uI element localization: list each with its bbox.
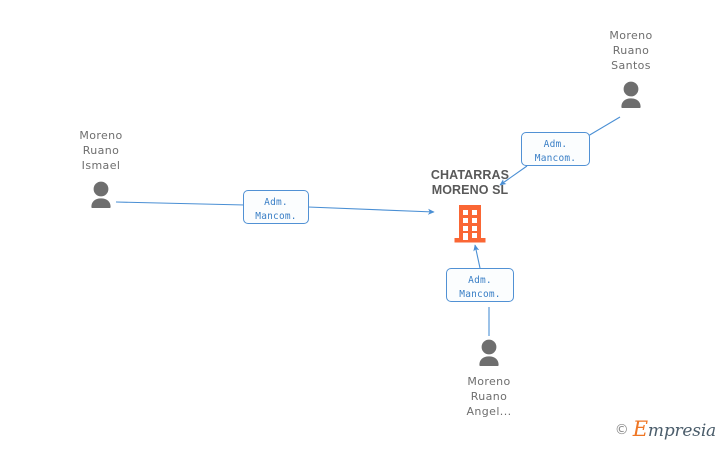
watermark-wordmark: Empresia — [632, 417, 716, 441]
edge-label-santos[interactable]: Adm. Mancom. — [521, 132, 590, 166]
building-icon — [454, 205, 486, 243]
company-node[interactable]: CHATARRAS MORENO SL — [410, 168, 530, 246]
person-icon — [91, 181, 111, 208]
empresia-watermark: © Empresia — [614, 417, 716, 441]
person-icon — [621, 81, 641, 108]
edge-line-santos — [587, 116, 621, 137]
person-label: Moreno Ruano Angel... — [466, 375, 512, 418]
person-label: Moreno Ruano Santos — [609, 29, 653, 72]
edge-label-ismael[interactable]: Adm. Mancom. — [243, 190, 309, 224]
person-node-angel[interactable]: Moreno Ruano Angel... — [429, 336, 549, 419]
edge-line-angel-b — [473, 244, 481, 269]
person-node-ismael[interactable]: Moreno Ruano Ismael — [41, 128, 161, 212]
person-label: Moreno Ruano Ismael — [79, 129, 123, 172]
person-node-santos[interactable]: Moreno Ruano Santos — [571, 28, 691, 112]
edge-label-angel[interactable]: Adm. Mancom. — [446, 268, 514, 302]
copyright-icon: © — [614, 422, 629, 438]
company-label: CHATARRAS MORENO SL — [430, 168, 510, 197]
person-icon — [479, 339, 499, 366]
watermark-initial: E — [632, 417, 648, 441]
watermark-rest: mpresia — [647, 421, 716, 441]
